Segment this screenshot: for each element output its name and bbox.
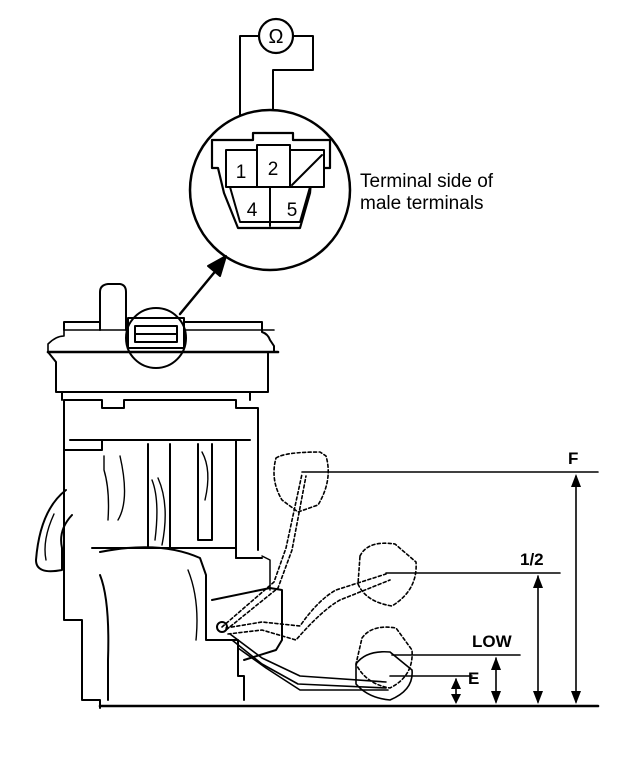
connector-terminal-labels: 1 2 4 5 — [236, 159, 298, 221]
level-label-empty: E — [468, 669, 479, 688]
connector-magnifier — [188, 108, 352, 272]
terminal-4-label: 4 — [247, 200, 258, 221]
terminal-5-label: 5 — [287, 200, 298, 221]
callout-arrow — [178, 255, 227, 316]
connector-caption: Terminal side of male terminals — [360, 171, 494, 214]
fuel-pump-assembly — [35, 283, 600, 709]
ohm-symbol: Ω — [269, 26, 284, 48]
ohmmeter-icon: Ω — [257, 17, 295, 55]
caption-line-2: male terminals — [360, 193, 484, 214]
terminal-1-label: 1 — [236, 162, 247, 183]
level-label-full: F — [568, 449, 578, 468]
dimension-arrows — [451, 474, 581, 704]
level-label-half: 1/2 — [520, 550, 544, 569]
float-full — [221, 451, 329, 631]
level-labels: F 1/2 LOW E — [468, 449, 578, 688]
terminal-2-label: 2 — [268, 159, 279, 180]
float-half — [225, 542, 417, 641]
float-empty — [229, 633, 413, 701]
float-low — [355, 626, 413, 689]
level-reference-lines — [301, 471, 599, 677]
caption-line-1: Terminal side of — [360, 171, 494, 192]
level-label-low: LOW — [472, 632, 513, 651]
